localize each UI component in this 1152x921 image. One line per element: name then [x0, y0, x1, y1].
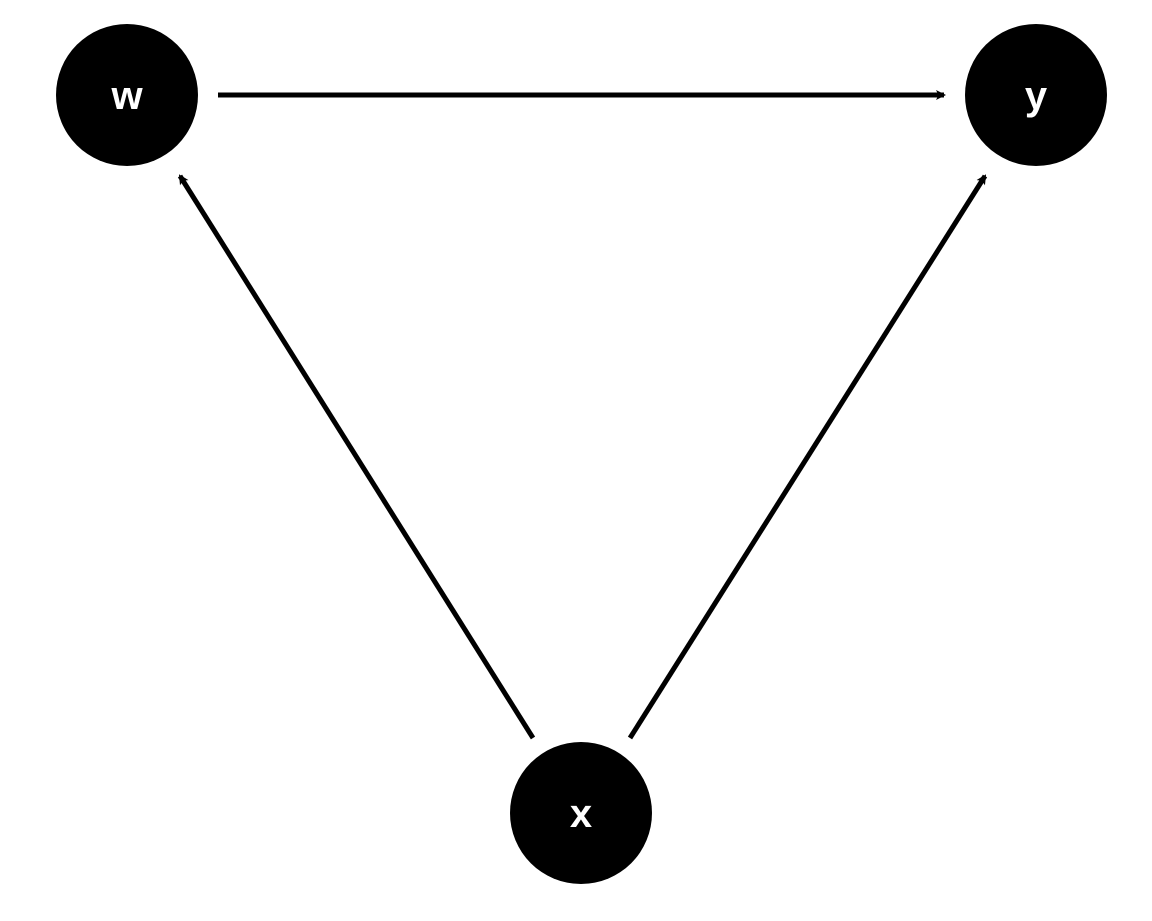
node-x-label: x — [570, 792, 592, 836]
edges — [177, 90, 988, 740]
node-y-circle — [965, 24, 1107, 166]
node-w-label: w — [110, 74, 143, 118]
edge-x-to-w — [177, 174, 536, 740]
node-y-label: y — [1025, 74, 1048, 118]
node-w-circle — [56, 24, 198, 166]
edge-x-to-y — [627, 174, 988, 740]
node-w[interactable]: w — [56, 24, 198, 166]
node-x-circle — [510, 742, 652, 884]
node-y[interactable]: y — [965, 24, 1107, 166]
node-x[interactable]: x — [510, 742, 652, 884]
